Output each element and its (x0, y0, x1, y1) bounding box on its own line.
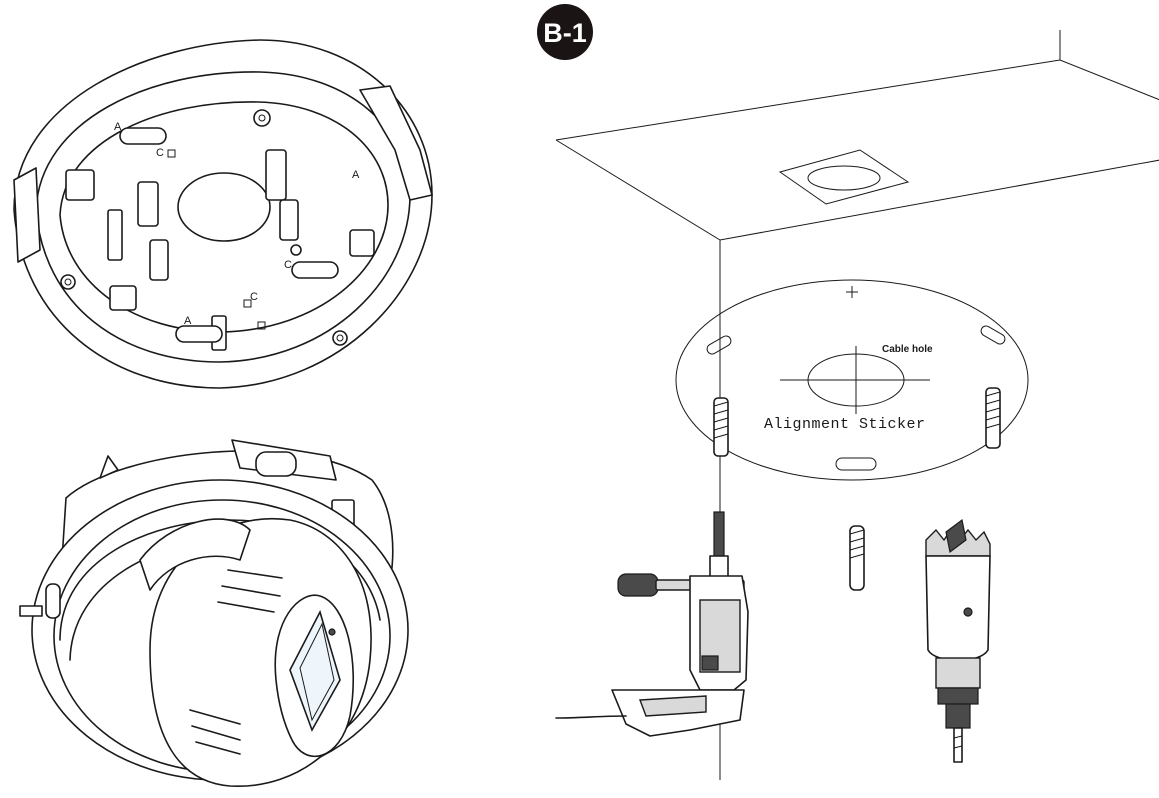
svg-text:Alignment Sticker: Alignment Sticker (764, 416, 926, 433)
svg-text:C: C (250, 291, 258, 303)
ceiling-surface (555, 30, 1159, 780)
svg-text:A: A (114, 121, 122, 133)
dome-camera-icon (19, 439, 409, 787)
svg-text:A: A (352, 169, 360, 181)
svg-text:A: A (184, 315, 192, 327)
svg-text:Cable hole: Cable hole (882, 344, 933, 355)
wall-anchor-icon (713, 397, 729, 457)
wall-anchor-icon (985, 387, 1001, 449)
power-drill-icon (555, 511, 749, 737)
svg-text:C: C (156, 147, 164, 159)
hole-saw-icon (925, 518, 991, 763)
screw-icon (60, 109, 348, 346)
alignment-sticker: Cable hole Alignment Sticker (675, 279, 1029, 481)
bracket-letters: A C C A C A (114, 121, 360, 327)
svg-text:B-1: B-1 (543, 18, 587, 48)
svg-text:C: C (284, 259, 292, 271)
mount-bracket: A C C A C A (13, 39, 433, 389)
wall-anchor-icon (849, 525, 865, 591)
step-badge: B-1 (537, 4, 593, 60)
